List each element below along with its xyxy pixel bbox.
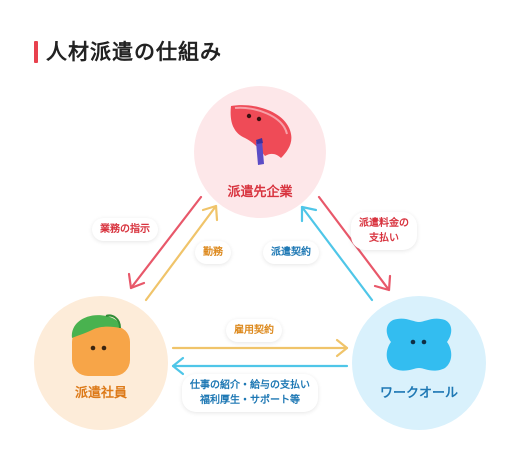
label-dispatch-fee: 派遣料金の 支払い <box>351 212 417 250</box>
label-support-line2: 福利厚生・サポート等 <box>200 395 300 406</box>
node-client: 派遣先企業 <box>194 86 326 218</box>
label-work: 勤務 <box>195 241 231 264</box>
arrow-support <box>171 356 349 376</box>
label-support: 仕事の紹介・給与の支払い 福利厚生・サポート等 <box>182 374 318 412</box>
node-staff-label: 派遣社員 <box>74 386 127 401</box>
label-dispatch-fee-line2: 支払い <box>369 233 399 244</box>
label-support-line1: 仕事の紹介・給与の支払い <box>190 380 310 391</box>
orange-blob-mascot-icon <box>71 314 130 376</box>
page-title: 人材派遣の仕組み <box>46 40 222 64</box>
label-instructions: 業務の指示 <box>92 218 158 241</box>
node-work-all: ワークオール <box>352 296 486 430</box>
node-work-all-label: ワークオール <box>379 386 458 401</box>
arrow-work <box>144 204 219 302</box>
blue-blob-mascot-icon <box>386 318 452 371</box>
red-blob-mascot-icon <box>230 105 292 165</box>
node-staff: 派遣社員 <box>34 296 168 430</box>
arrow-dispatch-contract <box>300 205 374 302</box>
label-dispatch-fee-line1: 派遣料金の <box>359 218 409 229</box>
title-accent-bar <box>34 41 38 63</box>
arrow-employment <box>171 338 349 358</box>
label-dispatch-contract: 派遣契約 <box>263 241 319 264</box>
node-client-label: 派遣先企業 <box>227 185 293 200</box>
arrow-instructions <box>127 195 203 290</box>
label-employment-contract: 雇用契約 <box>226 319 282 342</box>
